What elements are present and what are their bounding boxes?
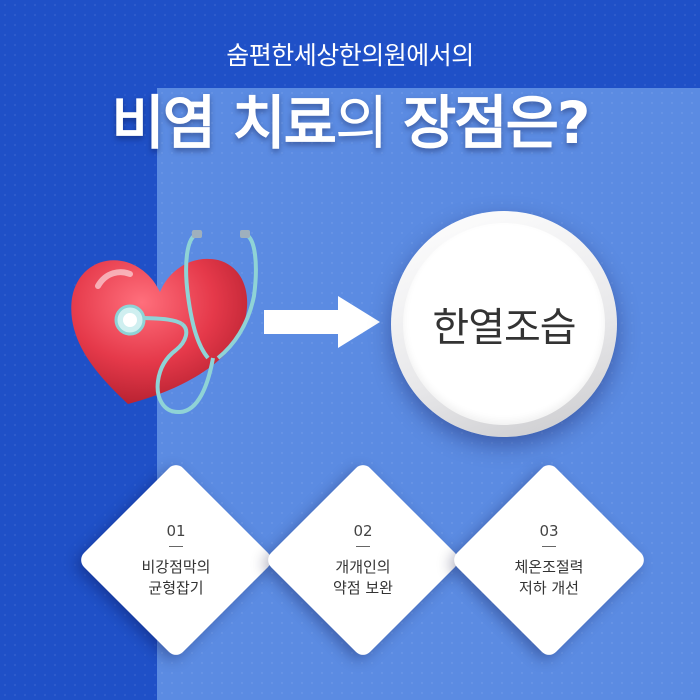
point-number: 02 bbox=[353, 521, 373, 540]
title-light-part: 의 bbox=[335, 89, 403, 157]
point-card-3: 03 체온조절력 저하 개선 bbox=[450, 461, 648, 659]
page-title: 비염 치료의 장점은? bbox=[0, 76, 700, 160]
point-line-2: 약점 보완 bbox=[333, 578, 393, 597]
point-line-1: 비강점막의 bbox=[141, 557, 211, 576]
point-line-2: 균형잡기 bbox=[148, 578, 204, 597]
result-circle-inner: 한열조습 bbox=[403, 223, 605, 425]
heart-stethoscope-icon bbox=[71, 230, 258, 414]
point-card-2: 02 개개인의 약점 보완 bbox=[264, 461, 462, 659]
point-line-2: 저하 개선 bbox=[519, 578, 579, 597]
result-circle: 한열조습 bbox=[391, 211, 617, 437]
divider bbox=[542, 545, 556, 547]
title-bold-part-1: 비염 치료 bbox=[111, 89, 337, 157]
divider bbox=[356, 545, 370, 547]
point-number: 01 bbox=[166, 521, 186, 540]
result-circle-text: 한열조습 bbox=[432, 305, 576, 351]
point-number: 03 bbox=[539, 521, 559, 540]
point-line-1: 개개인의 bbox=[335, 557, 391, 576]
arrow-right-icon bbox=[264, 296, 380, 348]
divider bbox=[169, 545, 183, 547]
point-line-1: 체온조절력 bbox=[514, 557, 584, 576]
subtitle: 숨편한세상한의원에서의 bbox=[226, 41, 474, 70]
point-card-1: 01 비강점막의 균형잡기 bbox=[77, 461, 275, 659]
title-bold-part-2: 장점은? bbox=[402, 89, 591, 157]
